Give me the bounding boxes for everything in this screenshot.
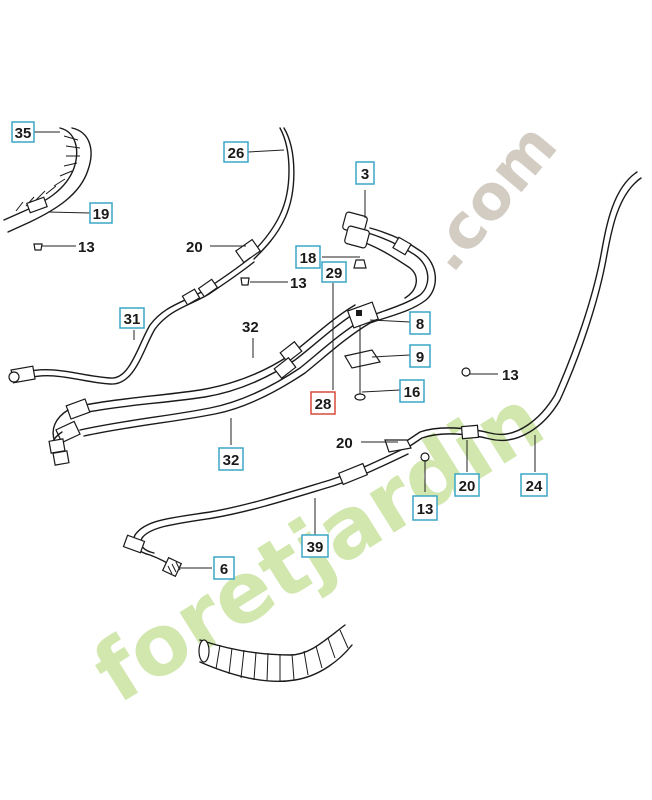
- label-13-c-text: 13: [502, 367, 519, 384]
- valve-assembly: [342, 211, 436, 401]
- label-20-b[interactable]: 20: [336, 435, 353, 452]
- label-13-b-text: 13: [290, 275, 307, 292]
- hose-32-pair: [48, 304, 371, 466]
- callout-32-b-label: 32: [223, 452, 240, 469]
- callout-8-label: 8: [416, 316, 424, 333]
- hose-31: [8, 257, 255, 385]
- callout-35-label: 35: [15, 125, 32, 142]
- callout-18-label: 18: [300, 250, 317, 267]
- hose-bottom-corrugated: [198, 624, 353, 682]
- callout-31-label: 31: [124, 311, 141, 328]
- callout-19-label: 19: [93, 206, 110, 223]
- leader-lines: [34, 131, 536, 569]
- callout-26-label: 26: [228, 145, 245, 162]
- label-20-a[interactable]: 20: [186, 239, 203, 256]
- label-13-a[interactable]: 13: [78, 239, 95, 256]
- hose-35-corrugated: [3, 127, 92, 233]
- label-13-c[interactable]: 13: [502, 367, 519, 384]
- callout-24[interactable]: 24: [520, 473, 548, 497]
- label-20-a-text: 20: [186, 239, 203, 256]
- callout-19[interactable]: 19: [89, 202, 113, 224]
- callout-20-c-label: 20: [459, 478, 476, 495]
- label-13-a-text: 13: [78, 239, 95, 256]
- callout-8[interactable]: 8: [409, 311, 431, 335]
- callout-32-b[interactable]: 32: [218, 447, 244, 471]
- label-32-a[interactable]: 32: [242, 319, 259, 336]
- callout-18[interactable]: 18: [295, 245, 321, 269]
- watermark: foretjardin .com: [77, 109, 572, 722]
- callout-31[interactable]: 31: [119, 307, 145, 329]
- callout-39-label: 39: [307, 539, 324, 556]
- callout-28-label: 28: [315, 396, 332, 413]
- label-20-b-text: 20: [336, 435, 353, 452]
- callout-13-d-label: 13: [417, 501, 434, 518]
- callout-29[interactable]: 29: [321, 261, 347, 283]
- callout-28[interactable]: 28: [310, 391, 336, 415]
- callout-3-label: 3: [361, 166, 369, 183]
- hose-26: [234, 127, 295, 264]
- callout-3[interactable]: 3: [355, 161, 375, 185]
- watermark-suffix-text: .com: [408, 109, 572, 284]
- callout-9-label: 9: [416, 349, 424, 366]
- hose-24: [384, 171, 642, 462]
- callout-29-label: 29: [326, 265, 343, 282]
- label-13-b[interactable]: 13: [290, 275, 307, 292]
- callout-20-c[interactable]: 20: [454, 473, 480, 497]
- hose-39: [122, 447, 409, 578]
- callout-35[interactable]: 35: [11, 121, 35, 143]
- screw-13-items: [33, 243, 250, 286]
- callout-13-d[interactable]: 13: [412, 495, 438, 521]
- callout-39[interactable]: 39: [301, 534, 329, 558]
- callout-24-label: 24: [526, 478, 543, 495]
- callout-6[interactable]: 6: [213, 556, 235, 580]
- callout-16[interactable]: 16: [399, 379, 425, 403]
- callout-9[interactable]: 9: [409, 344, 431, 368]
- label-32-a-text: 32: [242, 319, 259, 336]
- callout-26[interactable]: 26: [223, 141, 249, 163]
- callout-16-label: 16: [404, 384, 421, 401]
- callout-6-label: 6: [220, 561, 228, 578]
